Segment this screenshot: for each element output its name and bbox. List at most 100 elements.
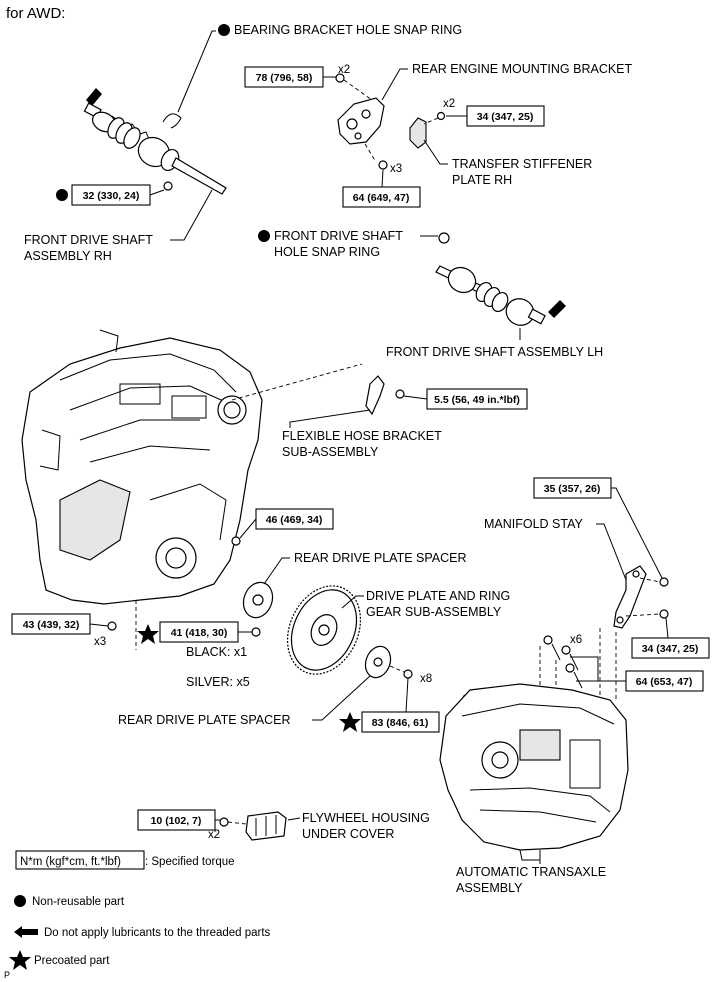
drive-plate-ring-gear: DRIVE PLATE AND RING GEAR SUB-ASSEMBLY (286, 585, 510, 675)
legend-non-reusable: Non-reusable part (32, 896, 125, 908)
svg-text:x6: x6 (570, 634, 582, 646)
label-rear-engine-mounting-bracket: REAR ENGINE MOUNTING BRACKET (412, 62, 633, 76)
transfer-stiffener-plate-callout: TRANSFER STIFFENER PLATE RH (423, 139, 592, 187)
bolt-icon (335, 73, 345, 83)
diagram-title: for AWD: (6, 5, 65, 22)
bolt-icon (107, 621, 117, 631)
drive-shaft-rh-torque-callout: 32 (330, 24) (56, 184, 165, 206)
legend-no-lubricant: Do not apply lubricants to the threaded … (44, 927, 271, 939)
svg-text:10 (102, 7): 10 (102, 7) (151, 815, 202, 827)
front-drive-shaft-rh (83, 88, 227, 195)
engine-assembly (21, 329, 263, 631)
snap-ring-icon (438, 232, 450, 244)
precoated-star-icon (137, 624, 159, 644)
spacer-83-torque: 83 (846, 61) (339, 677, 440, 733)
bolt-icon (659, 577, 669, 587)
mount-bracket-torque-right: x2 34 (347, 25) (443, 98, 545, 127)
label-flexible-hose-bracket-2: SUB-ASSEMBLY (282, 445, 379, 459)
manifold-stay: 35 (357, 26) MANIFOLD STAY 34 (347, 25) (484, 477, 710, 659)
svg-text:x3: x3 (390, 163, 402, 175)
legend-precoated: Precoated part (34, 955, 110, 967)
bearing-bracket-snap-ring-callout: BEARING BRACKET HOLE SNAP RING (162, 23, 462, 129)
label-front-drive-shaft-rh-1: FRONT DRIVE SHAFT (24, 233, 153, 247)
rear-engine-mounting-bracket-callout: REAR ENGINE MOUNTING BRACKET (381, 62, 633, 101)
mount-bracket-torque-left: 78 (796, 58) x2 (244, 64, 350, 88)
torque-drive-shaft-rh: 32 (330, 24) (83, 190, 140, 202)
page-marker: P (4, 970, 10, 980)
bolt-icon (378, 160, 388, 170)
svg-text:43 (439, 32): 43 (439, 32) (23, 619, 80, 631)
non-reusable-marker-icon (258, 230, 270, 242)
precoated-star-icon (339, 712, 361, 732)
bolt-icon (659, 609, 669, 619)
automatic-transaxle: AUTOMATIC TRANSAXLE ASSEMBLY (439, 683, 629, 895)
label-rear-drive-plate-spacer-bottom: REAR DRIVE PLATE SPACER (118, 713, 291, 727)
svg-text:x2: x2 (208, 829, 220, 841)
svg-text:41 (418, 30): 41 (418, 30) (171, 627, 228, 639)
bolt-icon (561, 645, 571, 655)
label-automatic-transaxle-1: AUTOMATIC TRANSAXLE (456, 865, 606, 879)
drive-plate-41-torque: 41 (418, 30) BLACK: x1 SILVER: x5 (137, 621, 261, 689)
engine-46-torque: 46 (469, 34) (239, 508, 334, 539)
svg-text:78 (796, 58): 78 (796, 58) (256, 72, 313, 84)
rear-drive-plate-spacer-top: REAR DRIVE PLATE SPACER (242, 551, 467, 619)
engine-43-torque: 43 (439, 32) x3 (11, 613, 109, 648)
no-lubricant-arrow-icon (548, 300, 566, 318)
no-lubricant-arrow-icon (14, 926, 38, 938)
label-drive-plate-1: DRIVE PLATE AND RING (366, 589, 510, 603)
label-rear-drive-plate-spacer-top: REAR DRIVE PLATE SPACER (294, 551, 467, 565)
legend-torque-desc: : Specified torque (145, 856, 235, 868)
svg-text:83 (846, 61): 83 (846, 61) (372, 717, 429, 729)
non-reusable-marker-icon (56, 189, 68, 201)
label-silver-count: SILVER: x5 (186, 675, 250, 689)
bolt-icon (163, 181, 173, 191)
label-front-drive-shaft-lh: FRONT DRIVE SHAFT ASSEMBLY LH (386, 345, 603, 359)
bolt-icon (395, 389, 405, 399)
rear-engine-mounting-bracket (335, 73, 446, 170)
legend-torque-box: N*m (kgf*cm, ft.*lbf) (20, 856, 121, 868)
label-transfer-stiffener-plate-1: TRANSFER STIFFENER (452, 157, 592, 171)
bolt-icon (565, 663, 575, 673)
label-flywheel-housing-2: UNDER COVER (302, 827, 394, 841)
mount-bracket-torque-bottom: x3 64 (649, 47) (342, 163, 421, 208)
label-front-drive-shaft-hole-snap-ring-2: HOLE SNAP RING (274, 245, 380, 259)
flexible-hose-bracket: 5.5 (56, 49 in.*lbf) FLEXIBLE HOSE BRACK… (282, 375, 528, 459)
svg-text:64 (649, 47): 64 (649, 47) (353, 192, 410, 204)
label-bearing-bracket-hole-snap-ring: BEARING BRACKET HOLE SNAP RING (234, 23, 462, 37)
svg-text:x8: x8 (420, 673, 432, 685)
flywheel-housing-under-cover: 10 (102, 7) x2 FLYWHEEL HOUSING UNDER CO… (137, 809, 430, 841)
label-flywheel-housing-1: FLYWHEEL HOUSING (302, 811, 430, 825)
label-manifold-stay: MANIFOLD STAY (484, 517, 584, 531)
front-drive-shaft-lh: FRONT DRIVE SHAFT ASSEMBLY LH (386, 265, 603, 359)
non-reusable-marker-icon (14, 895, 26, 907)
torque-hose-bracket: 5.5 (56, 49 in.*lbf) (434, 394, 520, 406)
legend: N*m (kgf*cm, ft.*lbf) : Specified torque… (4, 850, 271, 980)
label-front-drive-shaft-rh-2: ASSEMBLY RH (24, 249, 112, 263)
label-front-drive-shaft-hole-snap-ring-1: FRONT DRIVE SHAFT (274, 229, 403, 243)
label-black-count: BLACK: x1 (186, 645, 247, 659)
snap-ring-icon (162, 113, 182, 129)
bolt-icon (436, 111, 446, 121)
bolt-icon (403, 669, 413, 679)
svg-text:34 (347, 25): 34 (347, 25) (642, 643, 699, 655)
bolt-icon (219, 817, 229, 827)
bolt-icon (543, 635, 553, 645)
label-automatic-transaxle-2: ASSEMBLY (456, 881, 523, 895)
bolt-icon (231, 536, 241, 546)
label-drive-plate-2: GEAR SUB-ASSEMBLY (366, 605, 502, 619)
non-reusable-marker-icon (218, 24, 230, 36)
front-drive-shaft-rh-callout: FRONT DRIVE SHAFT ASSEMBLY RH (24, 189, 213, 263)
no-lubricant-arrow-icon (86, 88, 102, 106)
label-flexible-hose-bracket-1: FLEXIBLE HOSE BRACKET (282, 429, 442, 443)
rear-drive-plate-spacer-bottom: x8 REAR DRIVE PLATE SPACER (118, 645, 432, 727)
svg-text:34 (347, 25): 34 (347, 25) (477, 111, 534, 123)
svg-text:x3: x3 (94, 636, 106, 648)
svg-text:35 (357, 26): 35 (357, 26) (544, 483, 601, 495)
svg-text:64 (653, 47): 64 (653, 47) (636, 676, 693, 688)
svg-text:x2: x2 (443, 98, 455, 110)
precoated-star-icon (9, 950, 31, 970)
svg-text:x2: x2 (338, 64, 350, 76)
bolt-icon (251, 627, 261, 637)
front-drive-shaft-hole-snap-ring-callout: FRONT DRIVE SHAFT HOLE SNAP RING (258, 229, 450, 259)
